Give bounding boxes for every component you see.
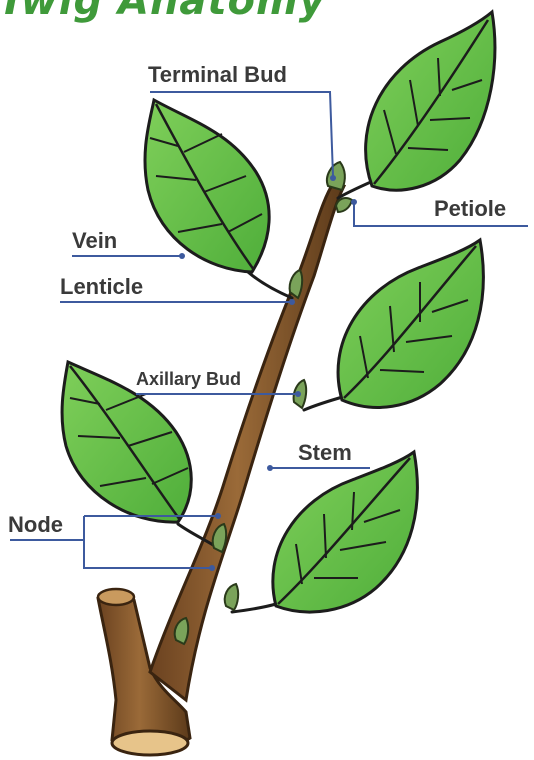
cut-surface: [112, 731, 188, 755]
node-label: Node: [8, 514, 63, 536]
leaf-upper-left: [145, 100, 269, 272]
leaf-bottom-right: [273, 452, 418, 612]
stem-label: Stem: [298, 442, 352, 464]
axillary-bud-label: Axillary Bud: [136, 370, 241, 388]
petiole-label: Petiole: [434, 198, 506, 220]
lenticle-label: Lenticle: [60, 276, 143, 298]
lenticle-bud: [290, 270, 303, 298]
leaf-middle-right: [338, 240, 483, 407]
terminal-bud: [327, 162, 345, 190]
terminal-bud-label: Terminal Bud: [148, 64, 287, 86]
leaf-top-right: [366, 12, 495, 190]
vein-label: Vein: [72, 230, 117, 252]
